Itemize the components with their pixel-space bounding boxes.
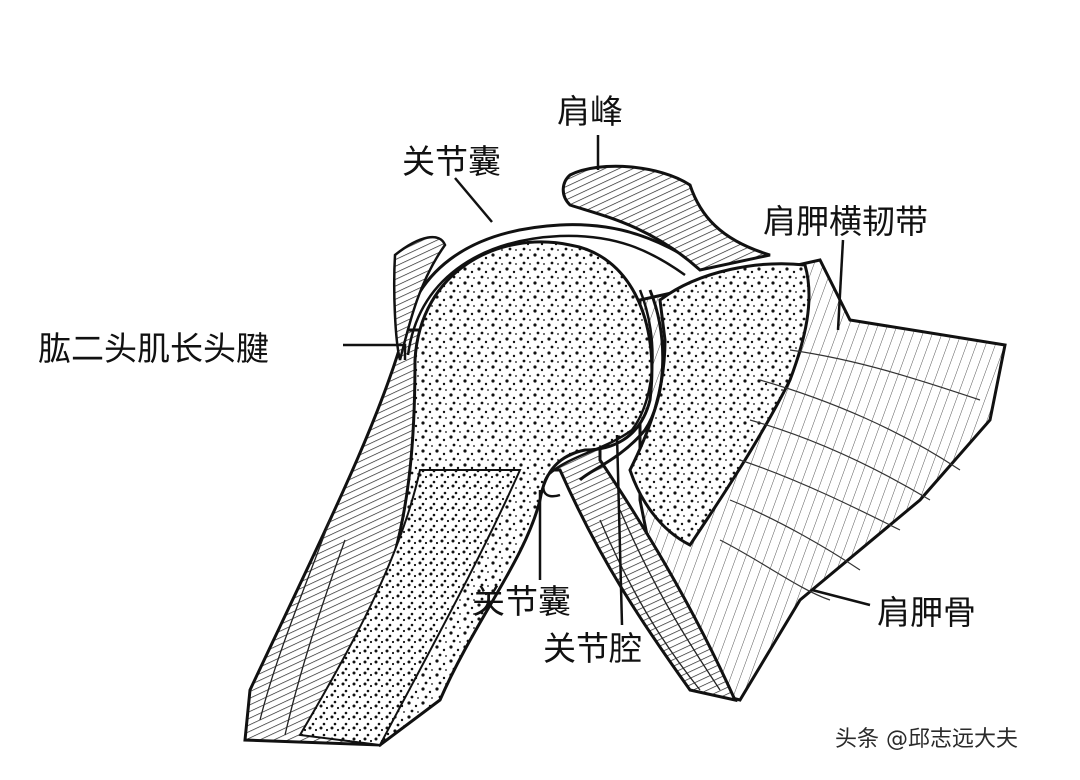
leader-lines <box>343 135 871 626</box>
capsule-lower <box>542 289 654 498</box>
label-capsule-top: 关节囊 <box>402 142 501 181</box>
scapula-fibers <box>719 349 981 601</box>
label-transverse-ligament: 肩胛横韧带 <box>763 202 928 241</box>
label-joint-cavity: 关节腔 <box>543 629 642 668</box>
label-scapula: 肩胛骨 <box>877 593 976 632</box>
acromion-process <box>561 164 771 272</box>
label-capsule-bottom: 关节囊 <box>472 582 571 621</box>
glenoid <box>628 262 811 547</box>
label-biceps-tendon: 肱二头肌长头腱 <box>38 329 269 368</box>
label-acromion: 肩峰 <box>557 92 623 131</box>
biceps-tendon-strip <box>392 235 447 361</box>
shaft-fibers <box>259 509 721 736</box>
capsule-inner <box>406 234 686 356</box>
joint-cavity-line <box>578 289 665 482</box>
humerus-medulla <box>298 469 522 747</box>
watermark: 头条 @邱志远大夫 <box>835 727 1018 752</box>
